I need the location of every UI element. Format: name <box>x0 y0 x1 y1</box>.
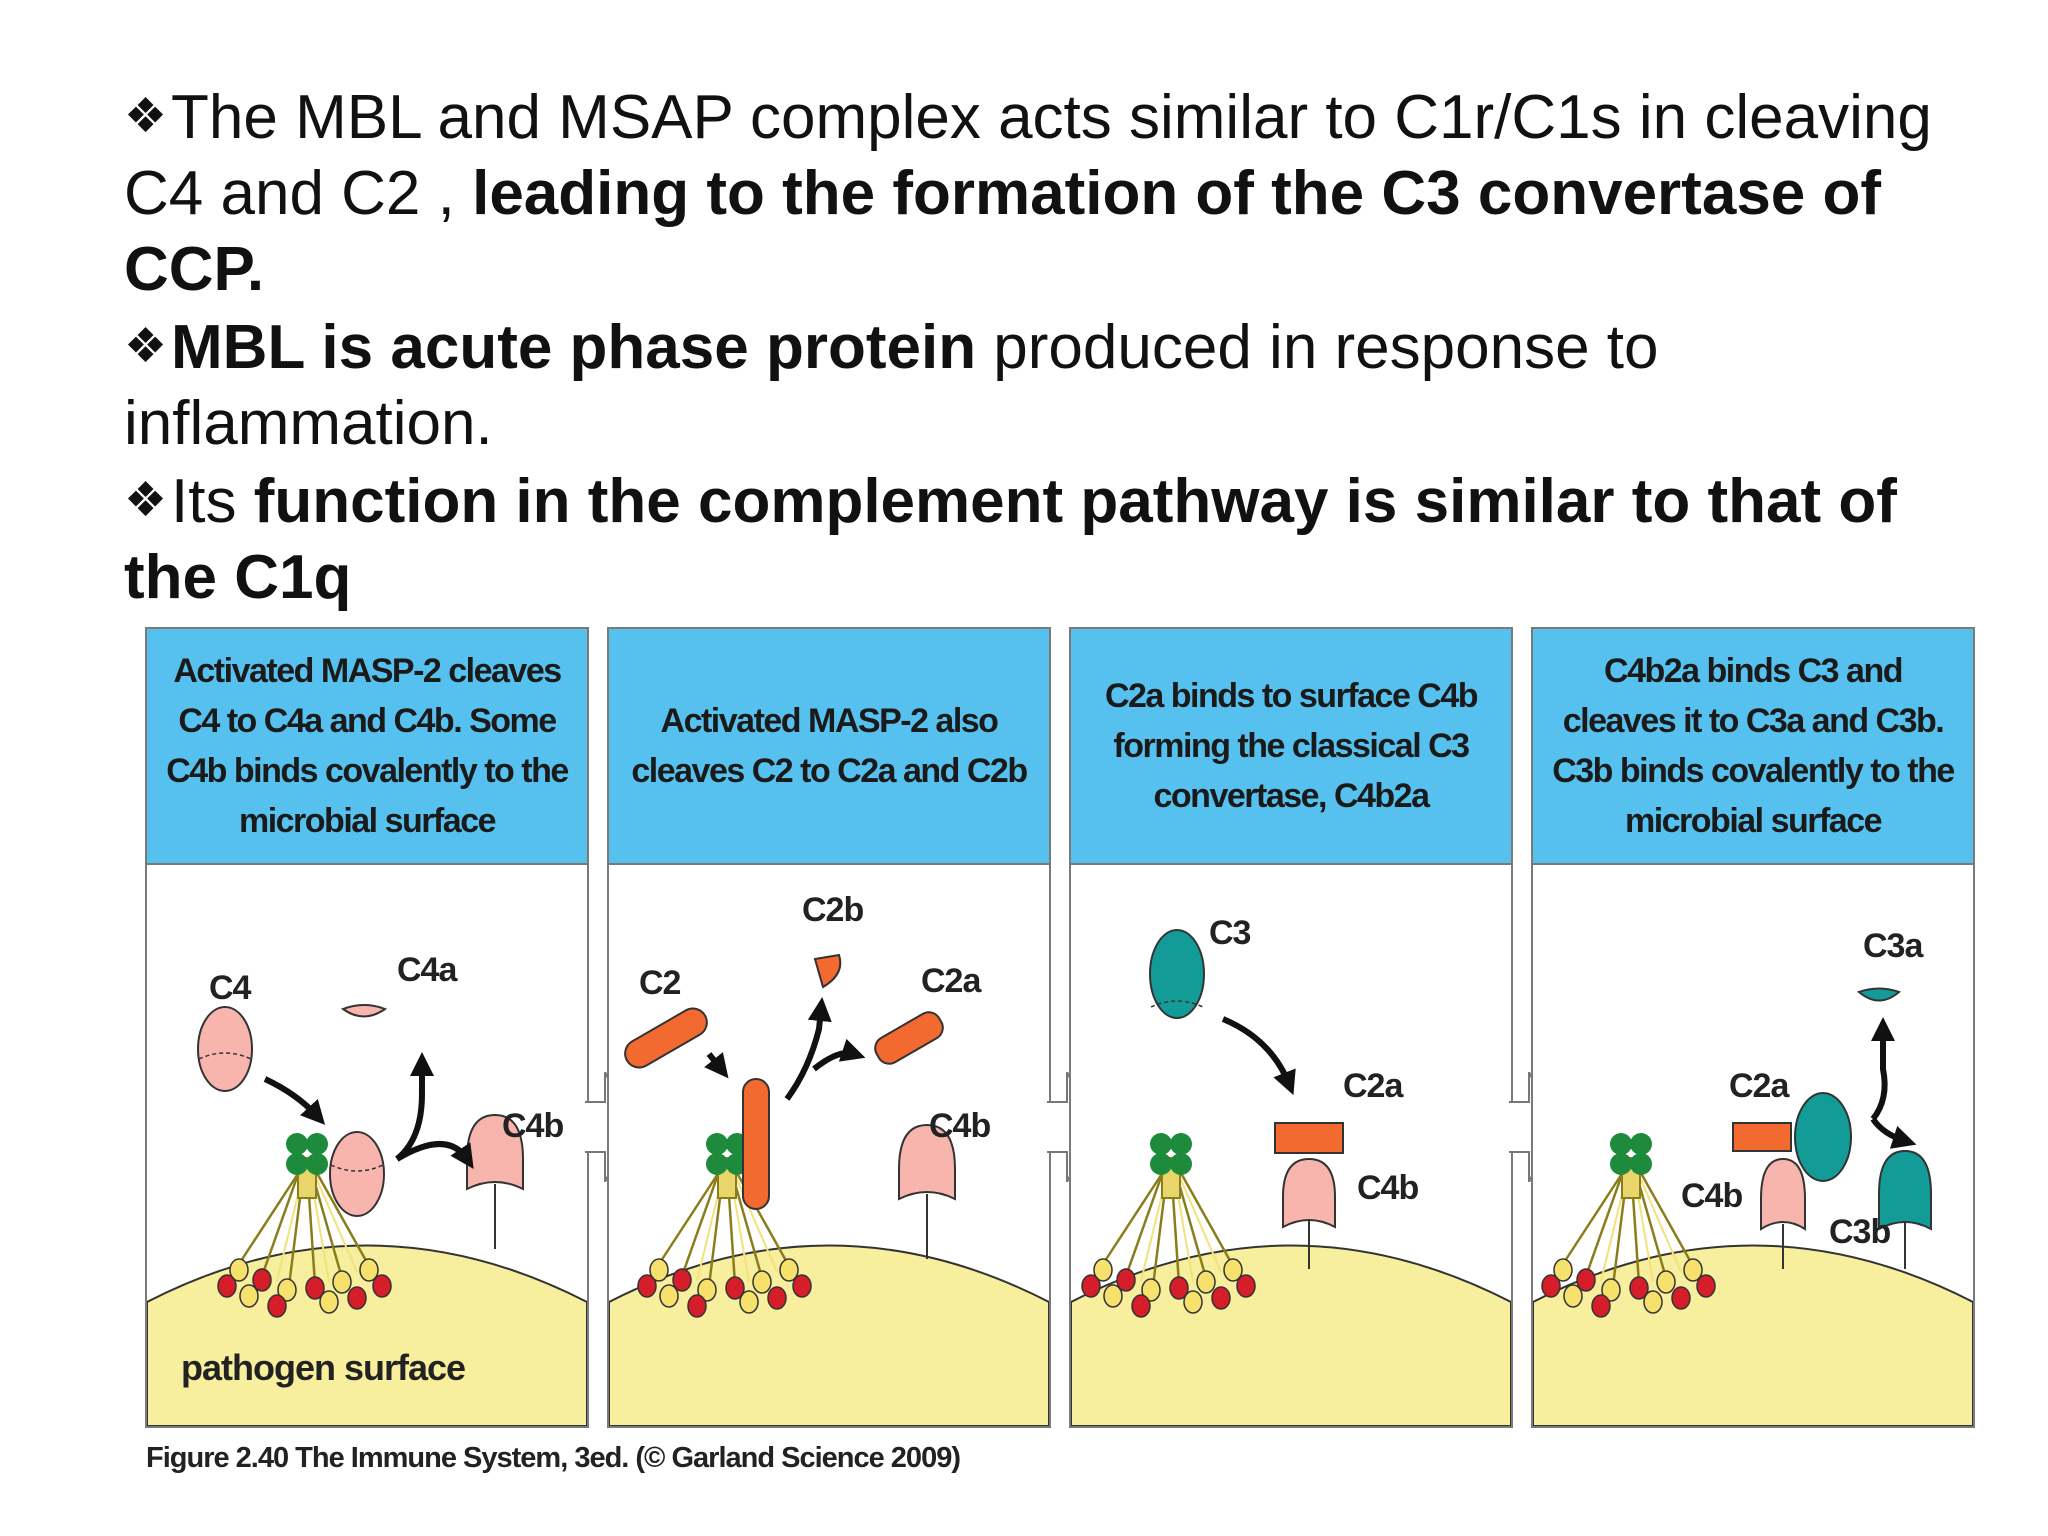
bullet-diamond-icon: ❖ <box>124 88 168 144</box>
bullet-list: ❖The MBL and MSAP complex acts similar t… <box>124 78 1984 616</box>
bullet-3: ❖Its function in the complement pathway … <box>124 462 1984 616</box>
diagram-panel-2: Activated MASP-2 also cleaves C2 to C2a … <box>607 627 1051 1428</box>
diagram-panel-4: C4b2a binds C3 and cleaves it to C3a and… <box>1531 627 1975 1428</box>
panel-3-caption: C2a binds to surface C4b forming the cla… <box>1071 629 1511 865</box>
bullet-3-text: Its <box>171 467 254 536</box>
label-c3b: C3b <box>1829 1213 1891 1251</box>
bullet-2-text: produced in response to inflammation. <box>124 313 1659 458</box>
label-c4: C4 <box>209 969 251 1007</box>
label-c4a: C4a <box>397 951 457 989</box>
panel-4-illustration <box>1533 987 1973 1426</box>
bullet-3-bold: function in the complement pathway is si… <box>124 467 1897 612</box>
label-c3a: C3a <box>1863 927 1923 965</box>
panel-2-illustration <box>609 953 1049 1426</box>
figure-caption: Figure 2.40 The Immune System, 3ed. (© G… <box>146 1442 961 1474</box>
label-c2b: C2b <box>802 891 864 929</box>
bullet-2: ❖MBL is acute phase protein produced in … <box>124 308 1984 462</box>
panel-2-caption: Activated MASP-2 also cleaves C2 to C2a … <box>609 629 1049 865</box>
bullet-1-text: The MBL and MSAP complex acts similar to… <box>124 83 1932 228</box>
bullet-diamond-icon: ❖ <box>124 472 168 528</box>
pathogen-surface-label: pathogen surface <box>181 1347 466 1388</box>
panel-4-caption: C4b2a binds C3 and cleaves it to C3a and… <box>1533 629 1973 865</box>
label-c4b: C4b <box>502 1107 564 1145</box>
diagram-panel-3: C2a binds to surface C4b forming the cla… <box>1069 627 1513 1428</box>
panel-3-illustration <box>1071 929 1511 1426</box>
label-c4b: C4b <box>1681 1177 1743 1215</box>
bullet-diamond-icon: ❖ <box>124 318 168 374</box>
label-c2: C2 <box>639 964 681 1002</box>
panel-1-illustration <box>147 1004 587 1426</box>
bullet-1-bold: leading to the formation of the C3 conve… <box>124 159 1882 304</box>
label-c4b: C4b <box>929 1107 991 1145</box>
bullet-1: ❖The MBL and MSAP complex acts similar t… <box>124 78 1984 308</box>
label-c3: C3 <box>1209 914 1251 952</box>
label-c4b: C4b <box>1357 1169 1419 1207</box>
panel-1-caption: Activated MASP-2 cleaves C4 to C4a and C… <box>147 629 587 865</box>
label-c2a: C2a <box>1343 1067 1403 1105</box>
label-c2a: C2a <box>921 962 981 1000</box>
bullet-2-bold: MBL is acute phase protein <box>171 313 977 382</box>
diagram-panel-1: Activated MASP-2 cleaves C4 to C4a and C… <box>145 627 589 1428</box>
label-c2a: C2a <box>1729 1067 1789 1105</box>
